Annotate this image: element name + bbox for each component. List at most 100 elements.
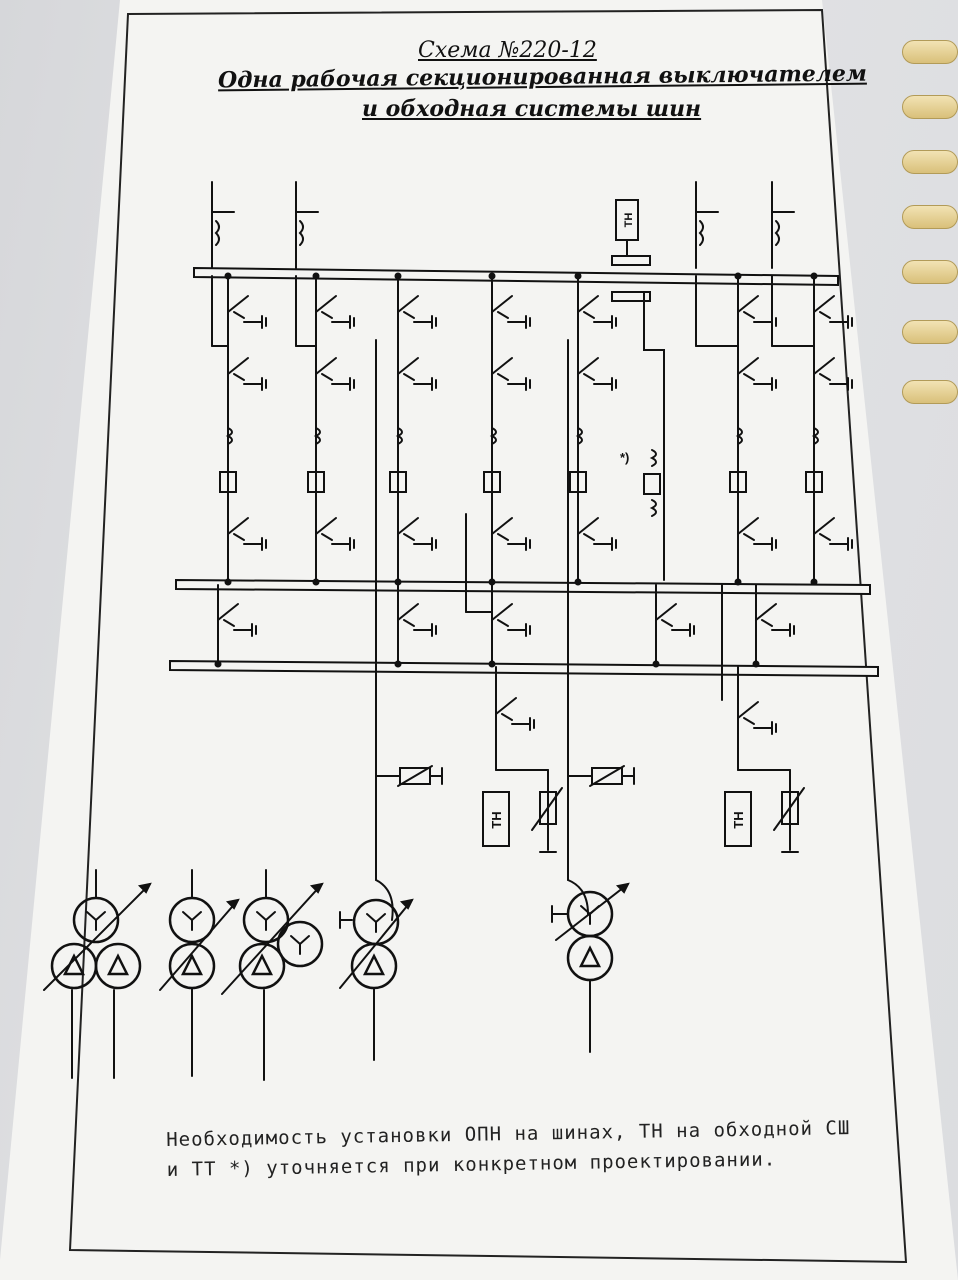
inductor-coil	[774, 220, 780, 246]
junction-dot	[810, 272, 818, 280]
surge-arrester-arrow	[589, 765, 625, 787]
circuit-breaker	[805, 471, 823, 493]
disconnector-drive	[501, 713, 513, 721]
wye-symbol	[299, 935, 310, 945]
current-transformer	[225, 427, 233, 445]
regulation-arrow	[159, 899, 239, 991]
disconnector-drive	[403, 373, 415, 381]
footnote-mark: *)	[620, 450, 629, 465]
binding-ring	[902, 40, 958, 64]
junction-dot	[488, 578, 496, 586]
disconnector-drive	[761, 619, 773, 627]
drawing-frame	[68, 8, 908, 1264]
inductor-coil	[214, 220, 220, 246]
junction-dot	[488, 272, 496, 280]
binding-ring	[902, 150, 958, 174]
disconnector-blade	[655, 603, 677, 621]
current-transformer	[489, 427, 497, 445]
wye-symbol	[265, 911, 276, 921]
disconnector-drive	[743, 373, 755, 381]
disconnector-blade	[495, 697, 517, 715]
transformer-winding	[94, 942, 142, 990]
delta-symbol	[250, 953, 274, 976]
disconnector-blade	[737, 295, 759, 313]
wye-symbol	[375, 913, 386, 923]
disconnector-drive	[743, 311, 755, 319]
disconnector-drive	[583, 373, 595, 381]
circuit-breaker	[389, 471, 407, 493]
current-transformer	[649, 499, 657, 517]
disconnector-blade	[813, 517, 835, 535]
disconnector-blade	[577, 295, 599, 313]
tn-arrester-arrow	[531, 787, 563, 831]
delta-symbol	[362, 953, 386, 976]
regulation-arrowhead	[309, 882, 324, 894]
regulation-arrowhead	[225, 898, 240, 910]
disconnector-blade	[491, 295, 513, 313]
regulation-arrow	[221, 883, 323, 995]
disconnector-drive	[819, 311, 831, 319]
scheme-subtitle: и обходная системы шин	[362, 96, 702, 122]
surge-arrester-arrow	[397, 765, 433, 787]
junction-dot	[734, 578, 742, 586]
disconnector-drive	[233, 533, 245, 541]
disconnector-drive	[233, 311, 245, 319]
disconnector-drive	[403, 533, 415, 541]
voltage-transformer-box	[724, 791, 752, 847]
junction-dot	[394, 660, 402, 668]
top-tn-label: ТН	[623, 213, 635, 228]
tn-arrester-arrow	[773, 787, 805, 831]
disconnector-drive	[819, 533, 831, 541]
disconnector-drive	[497, 533, 509, 541]
disconnector-blade	[737, 701, 759, 719]
junction-dot	[574, 578, 582, 586]
bus-coupling-symbol	[611, 291, 651, 302]
regulation-arrow	[43, 883, 151, 991]
disconnector-blade	[227, 517, 249, 535]
diagram-labels: ТН *) ТН ТН	[489, 213, 746, 829]
disconnector-blade	[813, 357, 835, 375]
binding-ring	[902, 380, 958, 404]
disconnector-drive	[497, 619, 509, 627]
disconnector-blade	[577, 357, 599, 375]
junction-dot	[312, 578, 320, 586]
feed-bend	[375, 879, 394, 921]
junction-dot	[214, 660, 222, 668]
disconnector-drive	[223, 619, 235, 627]
junction-dot	[312, 272, 320, 280]
delta-symbol	[180, 953, 204, 976]
wye-symbol	[290, 935, 301, 945]
inductor-coil	[298, 220, 304, 246]
disconnector-blade	[737, 357, 759, 375]
disconnector-blade	[227, 357, 249, 375]
regulation-arrowhead	[399, 898, 414, 910]
circuit-breaker	[307, 471, 325, 493]
junction-dot	[224, 272, 232, 280]
design-note: Необходимость установки ОПН на шинах, ТН…	[166, 1117, 851, 1181]
binding-ring	[902, 260, 958, 284]
inductor-coil	[698, 220, 704, 246]
junction-dot	[734, 272, 742, 280]
section-coupling	[643, 291, 665, 581]
circuit-breaker	[483, 471, 501, 493]
wye-symbol	[366, 913, 377, 923]
disconnector-blade	[397, 295, 419, 313]
voltage-transformer-label: ТН	[489, 811, 504, 828]
transformer-winding	[238, 942, 286, 990]
current-transformer	[575, 427, 583, 445]
disconnector-drive	[321, 311, 333, 319]
current-transformer	[735, 427, 743, 445]
disconnector-drive	[321, 533, 333, 541]
junction-dot	[224, 578, 232, 586]
voltage-transformer-box	[482, 791, 510, 847]
binding-ring	[902, 95, 958, 119]
circuit-diagram	[43, 181, 879, 1081]
disconnector-blade	[217, 603, 239, 621]
disconnector-blade	[577, 517, 599, 535]
junction-dot	[488, 660, 496, 668]
voltage-transformer-label: ТН	[731, 811, 746, 828]
current-transformer	[811, 427, 819, 445]
tn-arrester	[539, 791, 557, 825]
